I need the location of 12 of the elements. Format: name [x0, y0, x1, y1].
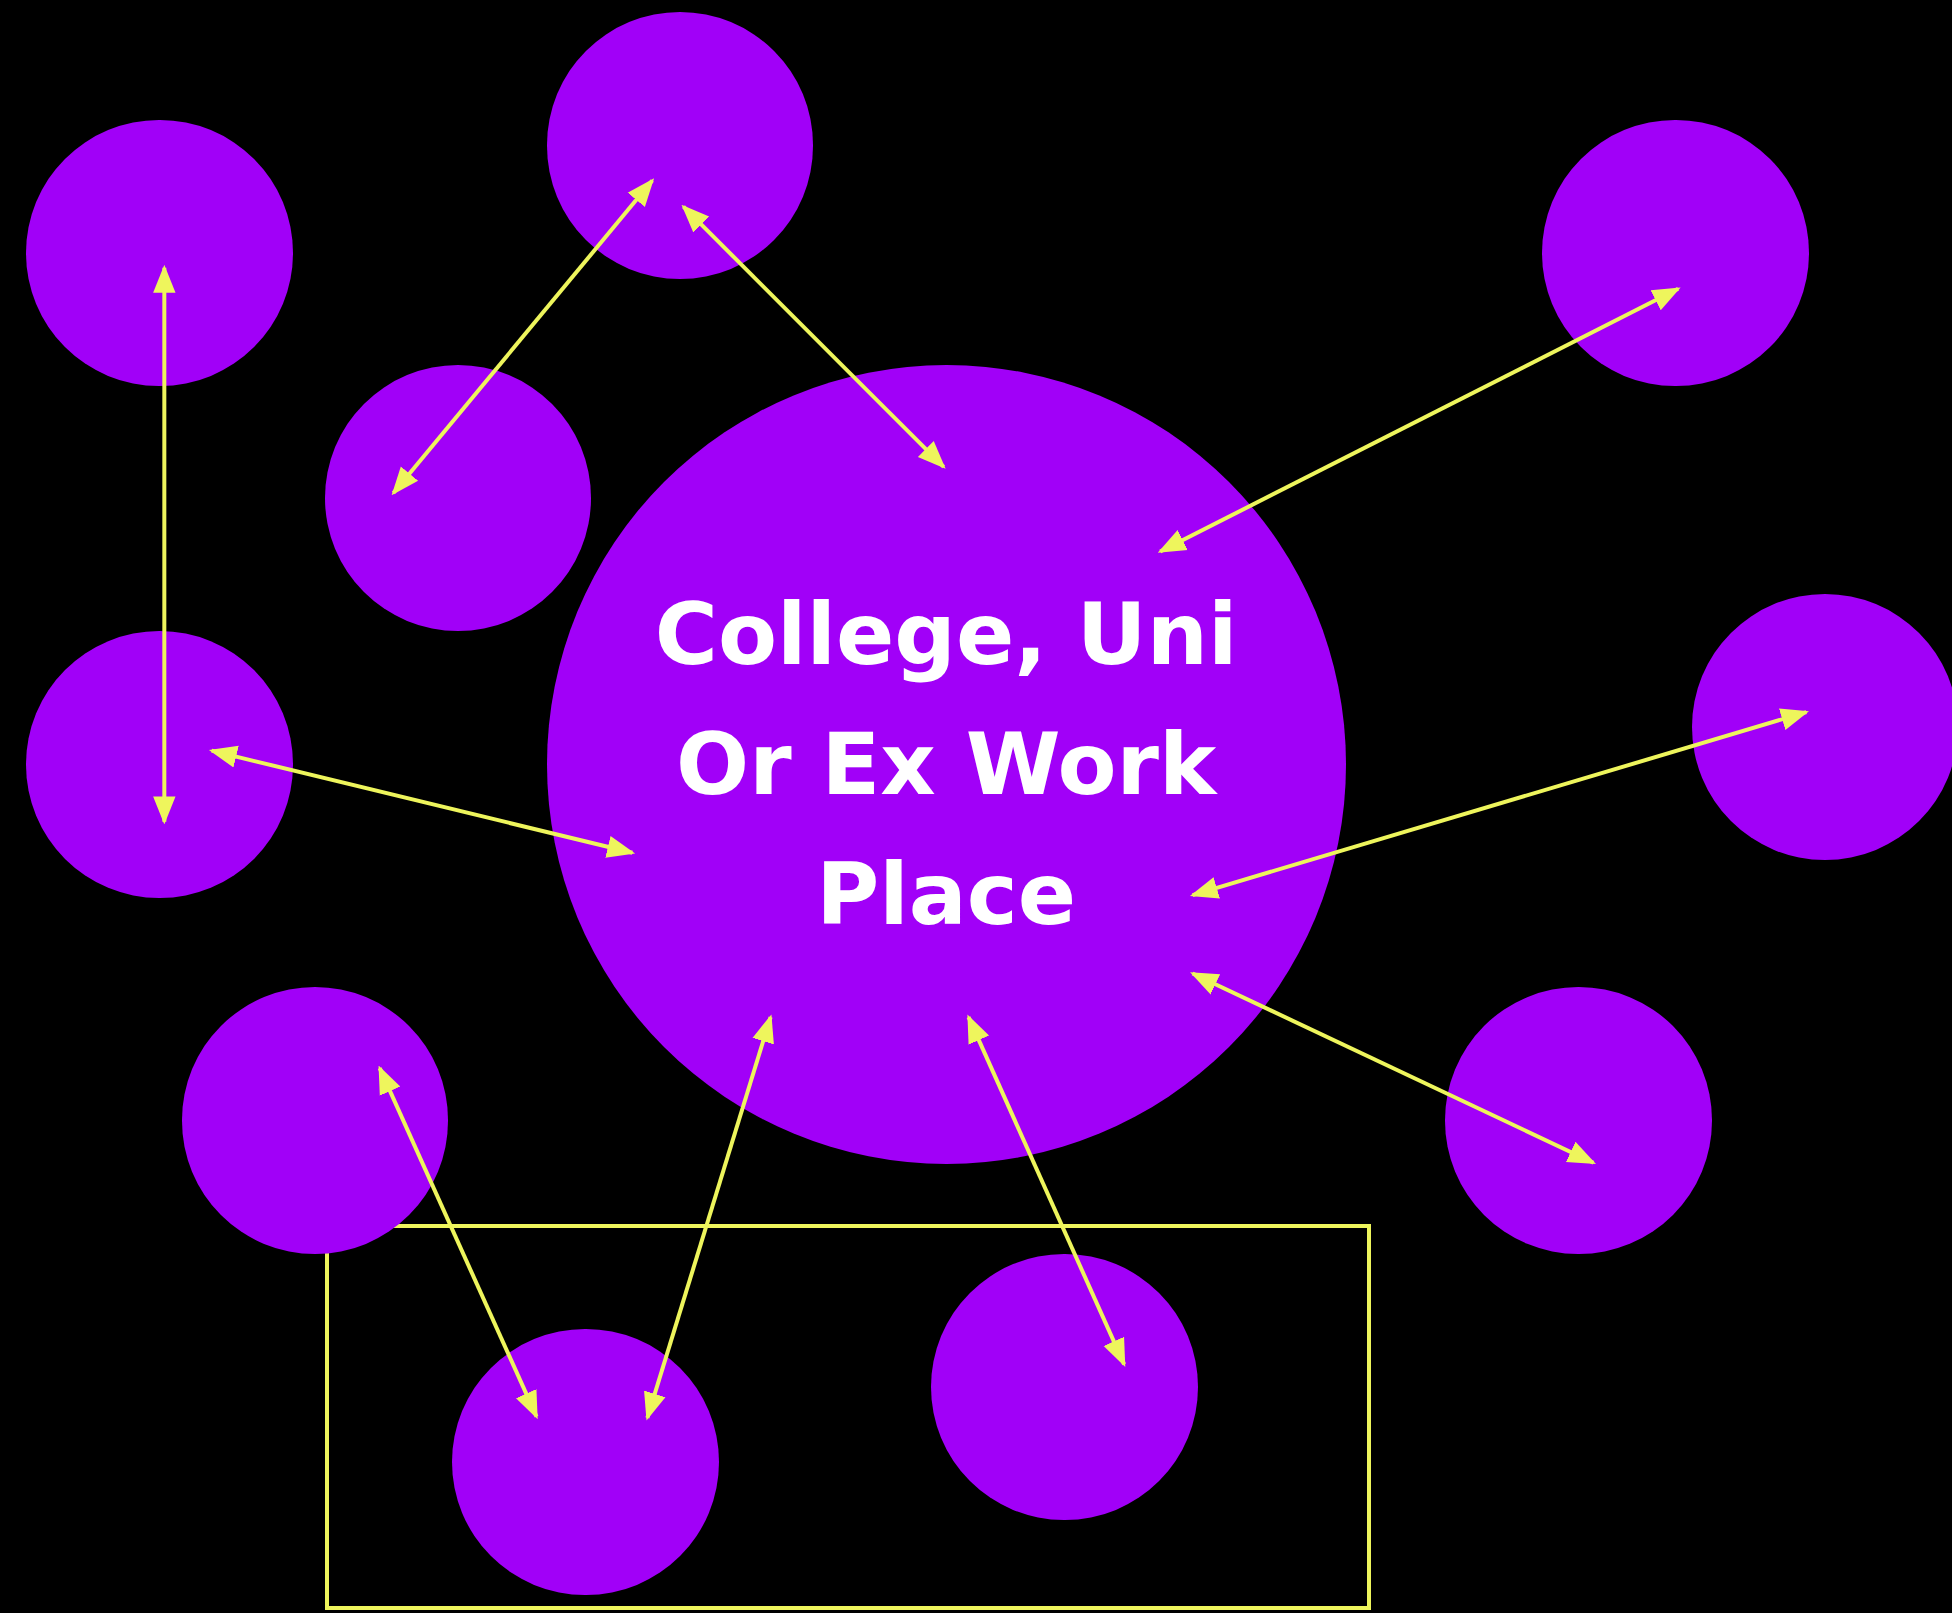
- double-arrow: [153, 264, 176, 825]
- double-arrow: [1190, 971, 1596, 1165]
- double-arrow: [208, 745, 636, 858]
- group-frame: [324, 1223, 1371, 1610]
- double-arrow: [1189, 708, 1810, 899]
- double-arrow: [644, 1014, 774, 1421]
- double-arrow: [1157, 287, 1681, 554]
- topic-label: College, Uni Or Ex Work Place: [653, 583, 1239, 947]
- double-arrow: [391, 178, 655, 496]
- double-arrow: [377, 1065, 539, 1420]
- double-arrow: [966, 1014, 1126, 1367]
- double-arrow: [681, 204, 946, 469]
